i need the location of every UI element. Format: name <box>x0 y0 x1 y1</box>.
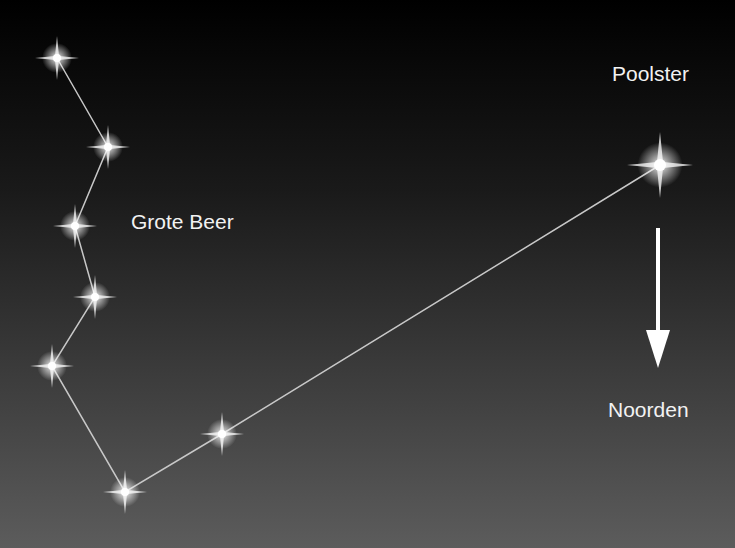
star <box>30 344 74 388</box>
direction-label: Noorden <box>608 397 689 423</box>
star <box>200 412 244 456</box>
star <box>73 275 117 319</box>
constellation-line <box>52 58 660 492</box>
star-label: Poolster <box>612 61 689 87</box>
pole-star <box>627 132 693 198</box>
north-arrow-head <box>646 330 670 368</box>
star <box>86 125 130 169</box>
north-arrow-shaft <box>656 228 660 334</box>
constellation-label: Grote Beer <box>131 209 234 235</box>
star <box>35 36 79 80</box>
star <box>103 470 147 514</box>
star <box>53 204 97 248</box>
